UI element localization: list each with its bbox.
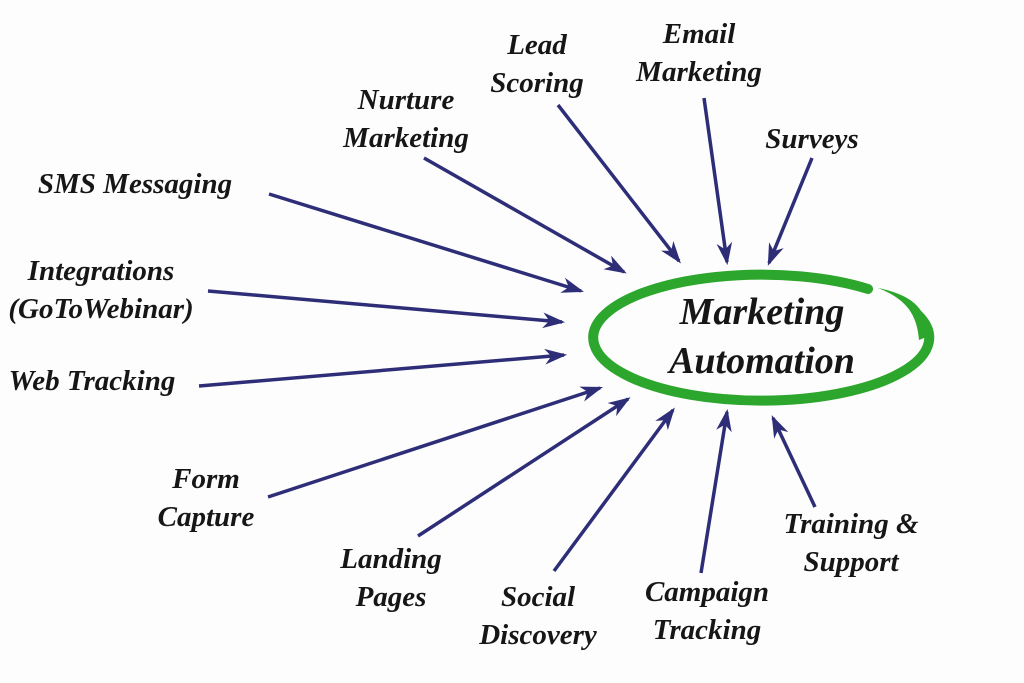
- arrow-campaign-tracking: [699, 408, 732, 574]
- arrow-training-support: [771, 415, 817, 508]
- node-label-line: Training &: [783, 508, 919, 540]
- node-label-line: Discovery: [479, 619, 597, 651]
- node-label-line: Support: [803, 546, 899, 578]
- node-label-line: (GoToWebinar): [8, 293, 194, 325]
- arrow-social-discovery: [552, 407, 675, 573]
- node-label-line: Lead: [507, 29, 567, 61]
- arrow-nurture-marketing: [423, 156, 627, 274]
- node-label-line: Marketing: [636, 56, 762, 88]
- arrow-landing-pages: [417, 397, 631, 538]
- node-label-line: Pages: [355, 581, 427, 613]
- node-label-web-tracking: Web Tracking: [9, 362, 176, 400]
- arrow-group: [198, 97, 817, 574]
- arrow-integrations: [207, 289, 566, 329]
- arrow-email-marketing: [702, 97, 733, 266]
- node-label-line: Capture: [157, 501, 255, 533]
- center-title-line-2: Automation: [669, 340, 855, 382]
- arrow-lead-scoring: [556, 103, 681, 264]
- node-label-line: Campaign: [644, 576, 770, 608]
- node-label-line: Landing: [340, 543, 442, 575]
- node-label-line: SMS Messaging: [37, 168, 233, 200]
- node-label-line: Nurture: [357, 84, 455, 116]
- center-title-line-1: Marketing: [679, 291, 845, 333]
- node-label-line: Marketing: [343, 122, 469, 154]
- node-label-sms-messaging: SMS Messaging: [38, 165, 232, 203]
- node-label-training-support: Training & Support: [783, 505, 918, 581]
- node-label-integrations: Integrations (GoToWebinar): [8, 252, 193, 328]
- node-label-line: Email: [662, 18, 736, 50]
- arrow-web-tracking: [198, 348, 568, 388]
- node-label-line: Integrations: [27, 255, 175, 287]
- arrow-surveys: [767, 157, 814, 266]
- center-ellipse: [588, 269, 935, 406]
- arrow-sms-messaging: [268, 192, 584, 293]
- center-title: Marketing Automation: [669, 288, 855, 386]
- node-label-line: Surveys: [765, 123, 859, 155]
- node-label-surveys: Surveys: [765, 120, 858, 158]
- node-label-line: Form: [172, 463, 240, 495]
- arrow-form-capture: [267, 386, 603, 499]
- node-label-line: Social: [500, 581, 576, 613]
- node-label-line: Tracking: [652, 614, 762, 646]
- node-label-line: Web Tracking: [8, 365, 176, 397]
- node-label-line: Scoring: [490, 67, 584, 99]
